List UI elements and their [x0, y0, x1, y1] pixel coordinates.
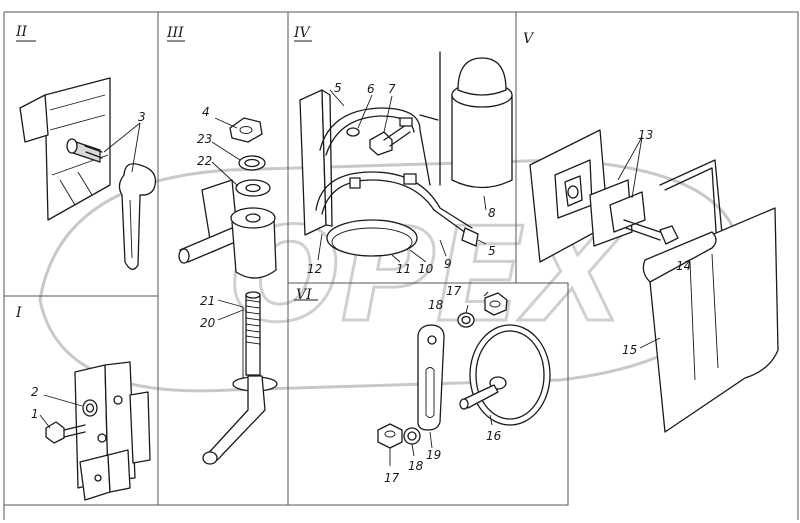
callout-9: 9 — [444, 257, 452, 271]
callout-18-top: 18 — [428, 298, 444, 312]
panel-frames — [3, 11, 799, 520]
callout-22: 22 — [197, 154, 212, 168]
callout-17-top: 17 — [446, 284, 462, 298]
panel-label-VI: VI — [296, 287, 312, 303]
callout-18-bottom: 18 — [408, 459, 424, 473]
panel-label-II: II — [15, 24, 28, 40]
callout-5-top: 5 — [334, 81, 342, 95]
callout-11: 11 — [396, 262, 411, 276]
panel-I-assembly — [39, 361, 151, 501]
callout-12: 12 — [307, 262, 322, 276]
callout-23: 23 — [197, 132, 212, 146]
panel-III-assembly — [178, 117, 278, 465]
callout-19: 19 — [426, 448, 441, 462]
panel-label-III: III — [166, 25, 184, 41]
panel-label-I: I — [15, 305, 22, 321]
panel-VI-assembly — [377, 291, 551, 466]
callout-15: 15 — [622, 343, 637, 357]
callout-17-bottom: 17 — [384, 471, 400, 485]
callout-4: 4 — [202, 105, 210, 119]
panel-label-V: V — [523, 31, 535, 47]
callout-2: 2 — [31, 385, 39, 399]
callout-1: 1 — [31, 407, 39, 421]
panel-IV-assembly — [299, 51, 513, 263]
callout-21: 21 — [200, 294, 215, 308]
callout-3: 3 — [138, 110, 146, 124]
callout-7: 7 — [388, 82, 396, 96]
callout-13: 13 — [638, 128, 653, 142]
callout-16: 16 — [486, 429, 502, 443]
panel-II-assembly — [19, 77, 157, 270]
callout-5-bottom: 5 — [488, 244, 496, 258]
callout-10: 10 — [418, 262, 434, 276]
panel-label-IV: IV — [293, 25, 312, 41]
callout-8: 8 — [488, 206, 496, 220]
callout-14: 14 — [676, 259, 691, 273]
callout-6: 6 — [367, 82, 375, 96]
panel-V-assembly — [529, 129, 779, 433]
callout-20: 20 — [200, 316, 216, 330]
